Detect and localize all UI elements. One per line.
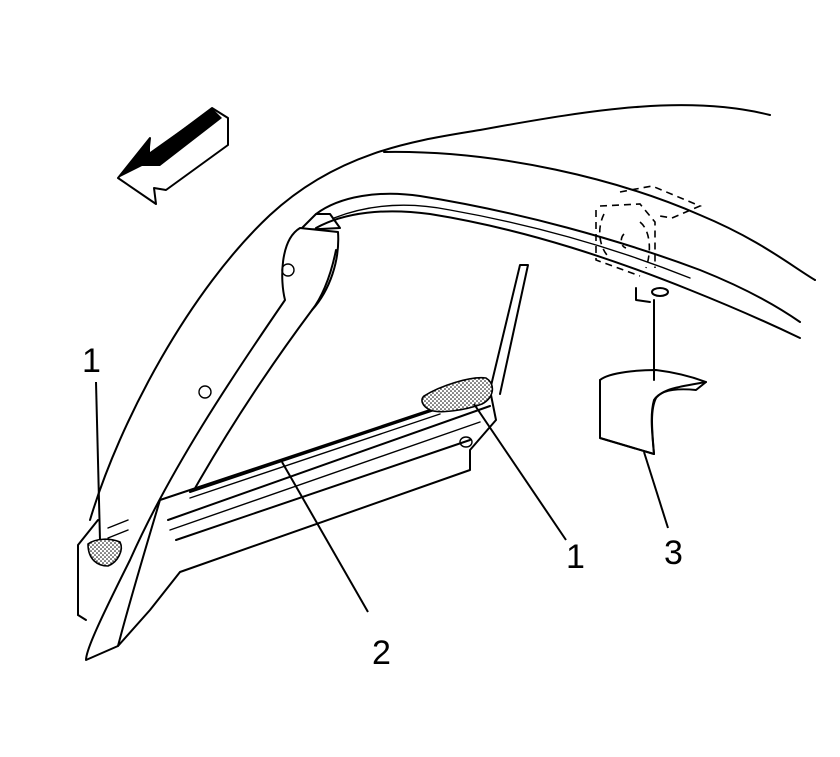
bracket <box>599 369 707 455</box>
hidden-bracket-outline <box>595 185 703 277</box>
front-direction-arrow <box>117 107 229 205</box>
weatherstrip-retainer <box>189 407 441 499</box>
clip-left <box>87 538 123 567</box>
fastener-line <box>651 287 669 381</box>
a-pillar <box>85 227 340 661</box>
roof-panel <box>89 104 816 521</box>
leader-lines <box>95 381 669 613</box>
rocker-panel <box>77 264 529 647</box>
roof-rail <box>299 192 801 339</box>
callout-left-clip: 1 <box>82 342 101 380</box>
callout-right-clip: 1 <box>566 538 585 576</box>
callout-retainer-strip: 2 <box>372 634 391 672</box>
clip-right <box>421 376 494 413</box>
callout-bracket: 3 <box>664 534 683 572</box>
